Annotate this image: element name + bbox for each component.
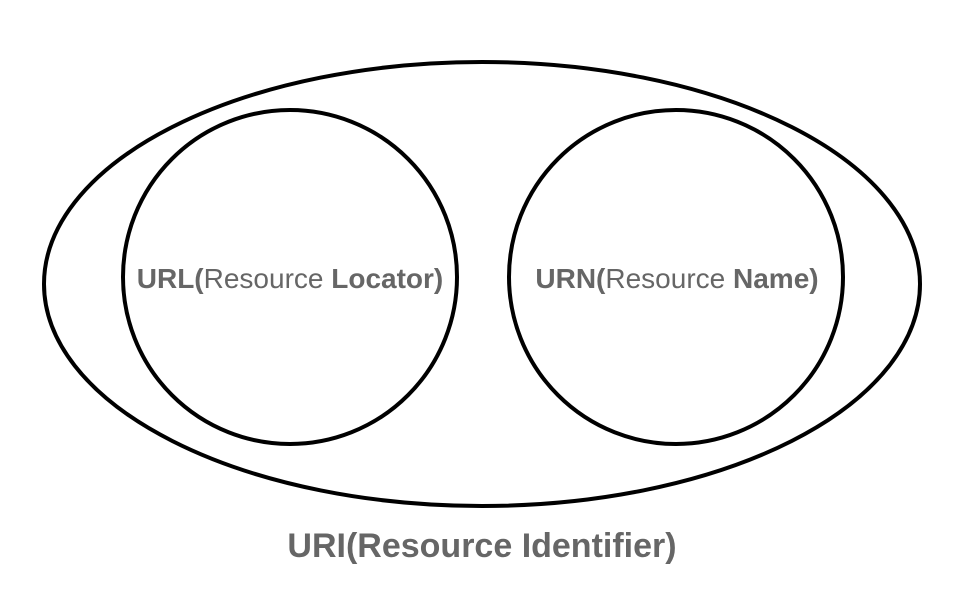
- uri-outer-ellipse: [42, 60, 922, 508]
- urn-label-bold-start: URN(: [535, 263, 606, 294]
- uri-caption: URI(Resource Identifier): [287, 527, 677, 565]
- url-label-bold-start: URL(: [136, 263, 204, 294]
- urn-circle: [507, 108, 845, 446]
- url-label-regular: Resource: [203, 263, 332, 294]
- url-circle: [121, 108, 459, 446]
- url-label: URL(Resource Locator): [137, 265, 444, 293]
- url-label-bold-end: Locator): [331, 263, 444, 294]
- urn-label-bold-end: Name): [733, 263, 819, 294]
- urn-label-regular: Resource: [605, 263, 734, 294]
- urn-label: URN(Resource Name): [535, 265, 818, 293]
